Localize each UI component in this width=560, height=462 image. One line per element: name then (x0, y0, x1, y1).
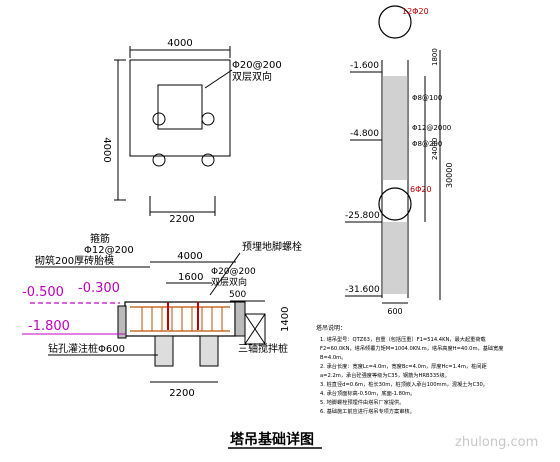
section-label-pile: 钻孔灌注桩Φ600 (48, 342, 125, 355)
notes-line: 3. 桩直径d=0.6m，桩长30m，桩顶嵌入承台100mm，混凝土为C30。 (320, 380, 488, 388)
plan-pile-4 (201, 153, 215, 167)
watermark: zhulong.com (455, 435, 538, 450)
plan-pile-1 (152, 112, 166, 126)
pile-elev-1: -1.600 (350, 61, 379, 71)
plan-rebar-note: 双层双向 (232, 70, 272, 83)
section-dim-4000: 4000 (177, 251, 202, 262)
pile-dim-total: 30000 (445, 163, 454, 188)
section-elev-1: -0.500 (22, 285, 64, 300)
plan-outline (129, 59, 231, 157)
section-view: 箍筋 Φ12@200 砌筑200厚砖胎模 预埋地脚螺栓 4000 1600 Φ2… (22, 232, 302, 399)
section-label-beam: 三轴搅拌桩 (238, 342, 288, 355)
section-beam-box (244, 313, 266, 345)
pile-upper-fill (382, 76, 408, 180)
pile-elevation: 12Φ20 6Φ20 -1.600 -4.800 -25.800 -31.600… (345, 5, 454, 316)
plan-view: 4000 4000 2200 Φ20@200 双层双向 (101, 38, 282, 225)
section-rebar-note: 双层双向 (211, 276, 247, 288)
notes-line: 4. 承台顶面标高-0.50m，底面-1.80m。 (320, 389, 415, 397)
pile-spec-3: Φ8@200 (412, 140, 442, 148)
section-dim-2200: 2200 (169, 388, 194, 399)
plan-pile-3 (152, 153, 166, 167)
notes-line: 1. 塔吊型号：QTZ63，自重（包括压重）F1=514.4KN，最大起重荷载 (320, 335, 486, 343)
pile-spec-2: Φ12@2000 (412, 124, 451, 132)
plan-leader (204, 69, 233, 89)
notes-line: 5. 地脚螺栓预埋件由塔吊厂家提供。 (320, 398, 404, 406)
section-dim-500: 500 (229, 290, 246, 300)
notes-title: 塔吊说明： (316, 324, 346, 332)
drawing-title: 塔吊基础详图 (230, 431, 314, 448)
section-label-brick: 砌筑200厚砖胎模 (35, 254, 114, 267)
section-rebar (130, 302, 230, 332)
pile-elev-4: -31.600 (345, 285, 380, 295)
pile-elev-2: -4.800 (350, 129, 379, 139)
notes-line: F2=60.0KN，塔吊倾覆力矩M=1004.0KN.m，塔吊高度H=40.0m… (320, 344, 503, 352)
section-label-bolt: 预埋地脚螺栓 (242, 240, 302, 253)
pile-dim-mid: 24000 (431, 138, 439, 160)
plan-tower-base (157, 84, 203, 130)
section-pile-left (154, 335, 174, 367)
section-label-tie-spec: Φ12@200 (84, 245, 134, 256)
plan-rebar-spec: Φ20@200 (232, 60, 282, 71)
pile-elev-3: -25.800 (345, 211, 380, 221)
notes-block: 塔吊说明： 1. 塔吊型号：QTZ63，自重（包括压重）F1=514.4KN，最… (316, 324, 503, 415)
plan-dim-top: 4000 (167, 38, 192, 49)
pile-dim-top: 1800 (431, 48, 439, 66)
pile-lower-fill (382, 222, 408, 294)
section-beam-x2 (244, 313, 266, 345)
plan-dim-bottom: 2200 (169, 214, 194, 225)
plan-dim-left: 4000 (101, 137, 112, 162)
section-cap (124, 301, 236, 337)
pile-head-section (378, 5, 412, 39)
section-dim-1600: 1600 (178, 272, 203, 283)
section-elev-3: -1.800 (28, 319, 70, 334)
pile-mid-section (378, 187, 412, 221)
notes-line: B=4.0m。 (320, 355, 346, 361)
notes-line: 6. 基础施工前应进行塔吊专项方案审核。 (320, 407, 415, 415)
pile-head-label: 12Φ20 (402, 7, 429, 16)
section-brick-right (234, 301, 246, 337)
notes-line: 2. 承台长度：宽度Lc=4.0m，宽度Bc=4.0m，厚度Hc=1.4m，桩间… (320, 362, 487, 370)
plan-pile-2 (201, 112, 215, 126)
pile-dim-width: 600 (387, 307, 402, 316)
section-pile-right (199, 335, 219, 367)
section-elev-2: -0.300 (78, 281, 120, 296)
notes-line: a=2.2m，承台砼强度等级为C35，钢筋为HRB335级。 (320, 371, 450, 379)
section-rebar-spec: Φ20@200 (211, 267, 256, 277)
section-leader-bolt (209, 252, 241, 296)
pile-mid-label: 6Φ20 (410, 185, 432, 194)
section-brick-left (117, 305, 127, 339)
section-dim-1400: 1400 (280, 307, 291, 332)
pile-spec-1: Φ8@100 (412, 94, 442, 102)
section-label-tie: 箍筋 (90, 232, 110, 245)
